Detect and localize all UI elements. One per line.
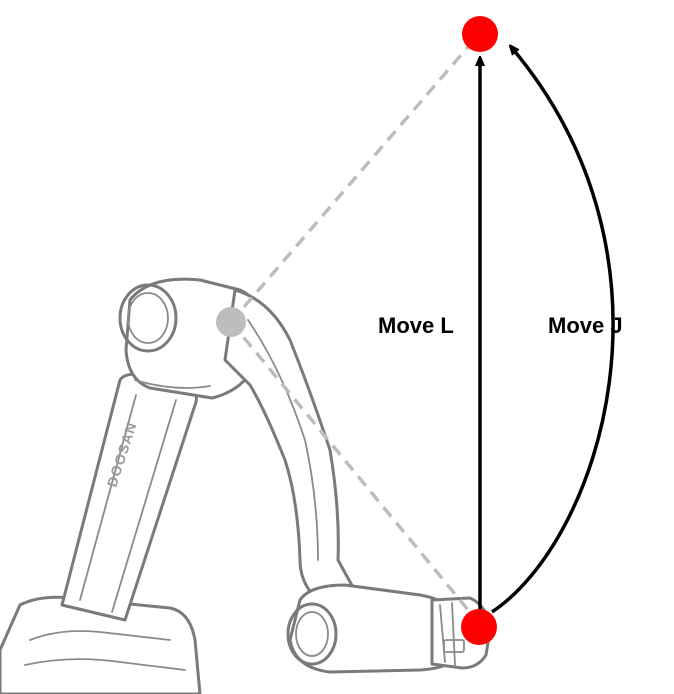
intermediate-point: [216, 307, 246, 337]
move-l-label: Move L: [378, 313, 454, 338]
dashed-guide-upper: [229, 38, 476, 324]
target-point: [462, 16, 498, 52]
move-j-label: Move J: [548, 313, 623, 338]
dashed-guide-lower: [229, 320, 480, 624]
start-point: [461, 609, 497, 645]
move-j-path: [491, 48, 615, 614]
